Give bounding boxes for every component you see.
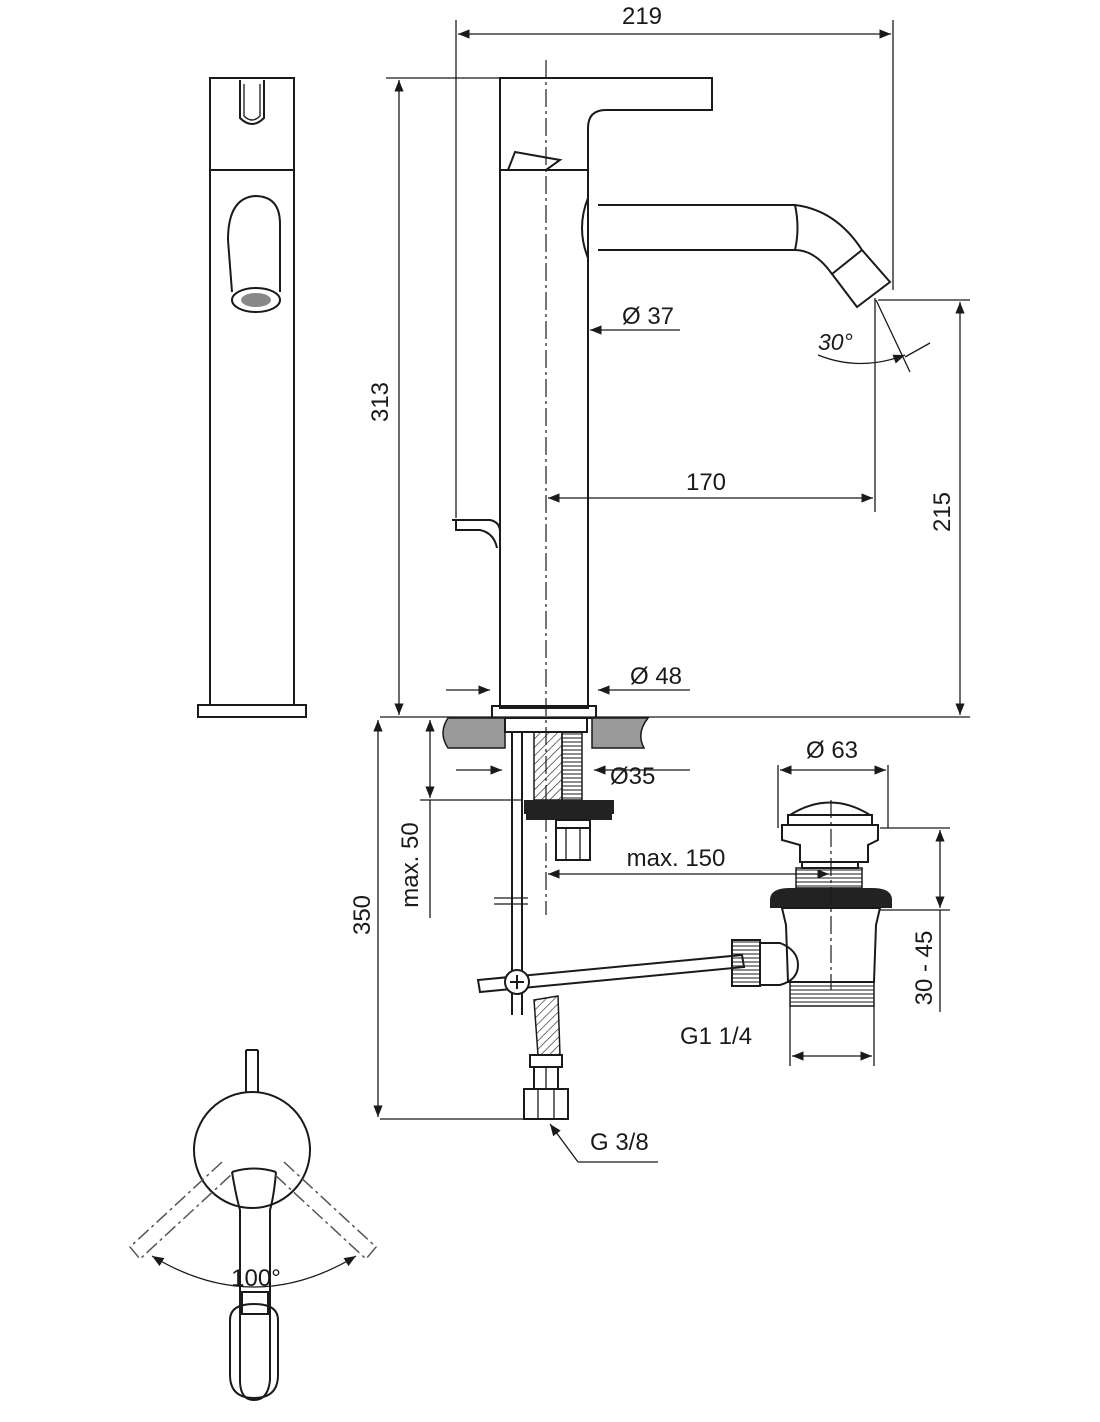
dim-below-deck: 350: [349, 895, 376, 935]
dimension-labels: 219 313 Ø 37 30° 170 215 Ø 48 Ø35 Ø 63 m…: [231, 3, 956, 1292]
dim-hole-diameter: Ø35: [610, 763, 655, 790]
dim-spout-angle: 30°: [818, 329, 853, 355]
dim-overall-width: 219: [622, 3, 662, 30]
dim-spout-height: 215: [929, 492, 956, 532]
front-view: [452, 60, 892, 915]
dimension-lines: [151, 20, 970, 1288]
side-view: [197, 77, 307, 718]
dim-max-distance: max. 150: [627, 845, 726, 872]
installation-view: [380, 716, 970, 1120]
dim-max-thickness: max. 50: [397, 822, 424, 907]
dim-overall-height: 313: [367, 382, 394, 422]
dim-body-diameter: Ø 37: [622, 303, 674, 330]
dim-base-diameter: Ø 48: [630, 663, 682, 690]
plan-view: [128, 1049, 378, 1402]
dim-waste-thread: G1 1/4: [680, 1023, 752, 1050]
dim-lever-rotation: 100°: [231, 1265, 281, 1292]
dim-waste-adjust: 30 - 45: [911, 931, 938, 1006]
dim-spout-reach: 170: [686, 469, 726, 496]
dim-waste-diameter: Ø 63: [806, 737, 858, 764]
dim-supply-thread: G 3/8: [590, 1129, 649, 1156]
